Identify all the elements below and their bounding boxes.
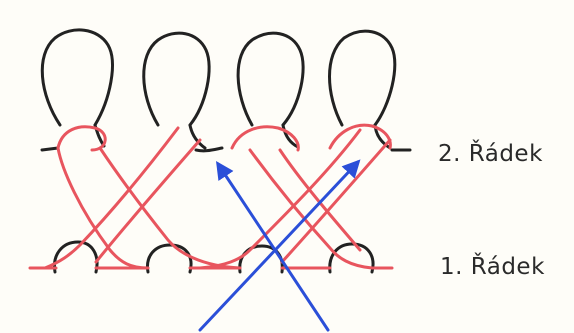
red-thread-10: [280, 138, 392, 264]
lower-loop-1: [52, 240, 99, 274]
red-thread-2: [56, 146, 150, 270]
lower-loop-2: [146, 243, 193, 274]
red-thread-7: [248, 148, 374, 270]
red-thread-6: [230, 125, 300, 152]
red-thread-8: [278, 148, 362, 252]
upper-row-mid-d: [281, 123, 300, 149]
red-thread-4: [43, 126, 180, 270]
red-thread-9: [198, 128, 362, 270]
crossing-threads: [28, 123, 394, 270]
upper-loop-2: [142, 31, 211, 127]
upper-row-mid-a: [194, 146, 224, 153]
lower-loop-4: [328, 242, 375, 274]
pointer-arrows: [198, 159, 361, 332]
red-thread-3: [98, 146, 242, 270]
red-thread-1: [56, 125, 107, 152]
upper-loop-4: [328, 29, 397, 127]
arrow-to-row2-mid: [216, 160, 330, 332]
red-thread-11: [328, 123, 392, 150]
row-2-label: 2. Řádek: [438, 141, 543, 167]
row-1-label: 1. Řádek: [440, 254, 545, 280]
upper-row-left-end: [40, 146, 60, 152]
arrow-to-row2-right: [198, 159, 361, 332]
upper-row-mid-c: [188, 123, 207, 150]
upper-loops: [40, 28, 412, 153]
upper-loop-3: [236, 31, 305, 127]
red-thread-5: [94, 138, 202, 264]
upper-loop-1: [40, 28, 114, 127]
